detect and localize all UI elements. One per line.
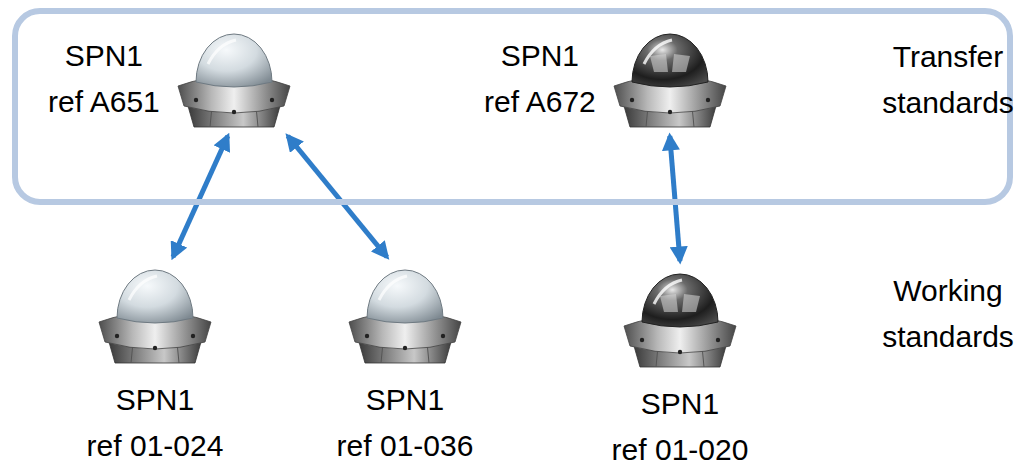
double-arrow	[173, 136, 228, 257]
text-line: ref A672	[484, 85, 596, 118]
sensor-node: SPN1 ref 01-036	[337, 262, 474, 469]
sensor-label: SPN1 ref 01-024	[87, 377, 224, 469]
text-line: ref A651	[48, 85, 160, 118]
sensor-node: SPN1 ref 01-020	[612, 266, 749, 469]
sensor-label: SPN1 ref 01-020	[612, 381, 749, 469]
pyranometer-icon	[174, 26, 294, 131]
sensor-node: SPN1 ref 01-024	[87, 262, 224, 469]
text-line: ref 01-024	[87, 429, 224, 462]
text-line: SPN1	[87, 377, 224, 423]
sensor-label: SPN1 ref A651	[48, 33, 160, 125]
group-heading: Transfer standards	[873, 34, 1023, 126]
group-panel: Transfer standardsSPN1 ref A651SPN1 ref …	[12, 8, 1013, 205]
sensor-label: SPN1 ref 01-036	[337, 377, 474, 469]
text-line: SPN1	[337, 377, 474, 423]
text-line: Transfer	[873, 34, 1023, 80]
double-arrow	[288, 136, 387, 257]
sensor-node: SPN1 ref A672	[484, 26, 730, 131]
pyranometer-icon	[624, 274, 736, 367]
text-line: ref 01-036	[337, 429, 474, 462]
text-line: standards	[882, 320, 1014, 353]
pyranometer-icon	[345, 262, 465, 367]
pyranometer-icon	[610, 26, 730, 131]
pyranometer-icon	[620, 266, 740, 371]
text-line: SPN1	[612, 381, 749, 427]
sensor-label: SPN1 ref A672	[484, 33, 596, 125]
pyranometer-icon	[99, 270, 211, 363]
double-arrow	[670, 136, 680, 261]
pyranometer-icon	[614, 34, 726, 127]
text-line: standards	[882, 86, 1014, 119]
sensor-node: SPN1 ref A651	[48, 26, 294, 131]
text-line: Working	[868, 268, 1026, 314]
text-line: ref 01-020	[612, 433, 749, 466]
text-line: SPN1	[484, 33, 596, 79]
text-line: SPN1	[48, 33, 160, 79]
row-label: Working standards	[868, 268, 1026, 360]
pyranometer-icon	[95, 262, 215, 367]
pyranometer-icon	[178, 34, 290, 127]
pyranometer-icon	[349, 270, 461, 363]
